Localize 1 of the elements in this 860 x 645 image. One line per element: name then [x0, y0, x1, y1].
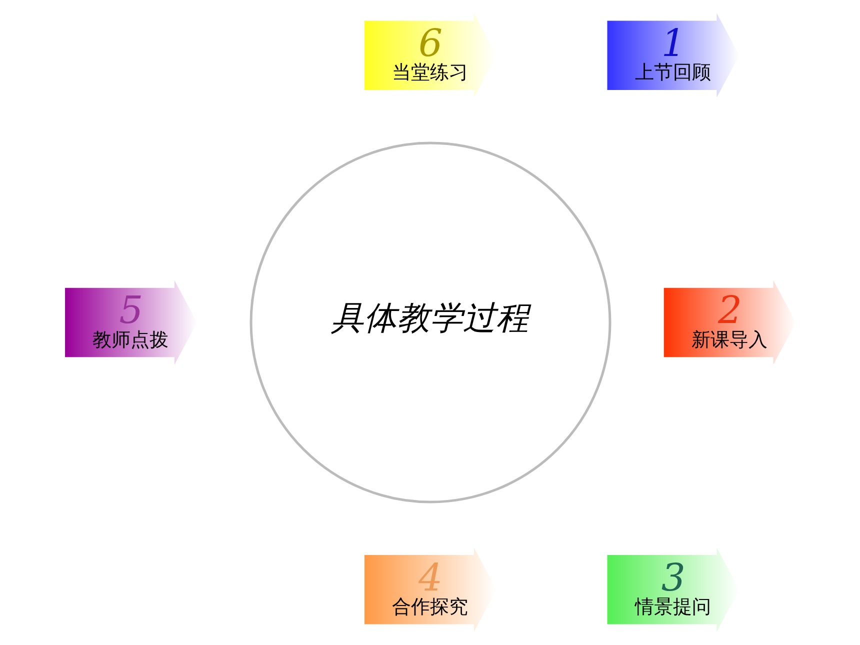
node-circle: 具体教学过程	[249, 142, 611, 504]
